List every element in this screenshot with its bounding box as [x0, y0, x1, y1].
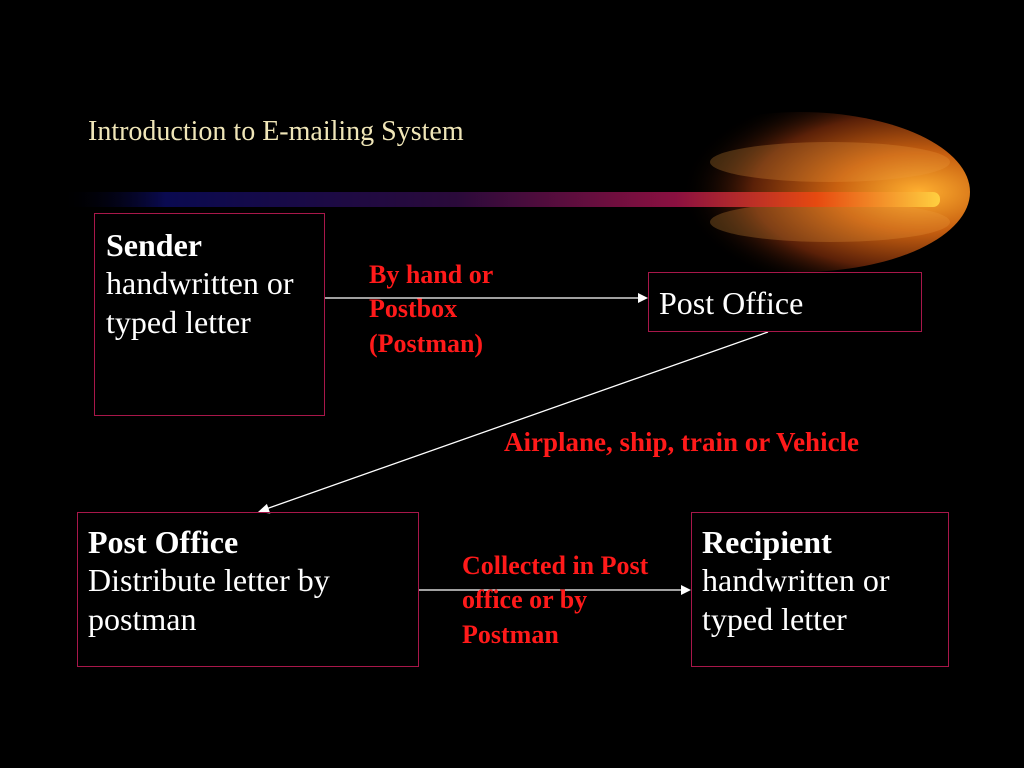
edge-label-transport: Airplane, ship, train or Vehicle [504, 427, 860, 457]
arrow-postoffice-to-postoffice [258, 331, 769, 514]
post-office-box-origin: Post Office [648, 272, 922, 332]
recipient-box: Recipient handwritten or typed letter [691, 512, 949, 667]
recipient-heading: Recipient [702, 524, 832, 560]
arrow-sender-to-postoffice [325, 293, 648, 303]
edge-label-sender-to-postoffice: By hand or Postbox (Postman) [369, 260, 493, 358]
edge-label-postoffice-to-recipient: Collected in Post office or by Postman [462, 551, 649, 649]
post-office-destination-heading: Post Office [88, 524, 239, 560]
recipient-description: handwritten or typed letter [702, 562, 890, 637]
comet-decoration [60, 112, 970, 272]
post-office-destination-description: Distribute letter by postman [88, 562, 330, 637]
slide-title: Introduction to E-mailing System [88, 116, 464, 147]
sender-heading: Sender [106, 227, 202, 263]
arrow-postoffice-to-recipient [419, 585, 691, 595]
sender-description: handwritten or typed letter [106, 265, 294, 340]
post-office-origin-heading: Post Office [659, 285, 804, 321]
post-office-box-destination: Post Office Distribute letter by postman [77, 512, 419, 667]
sender-box: Sender handwritten or typed letter [94, 213, 325, 416]
